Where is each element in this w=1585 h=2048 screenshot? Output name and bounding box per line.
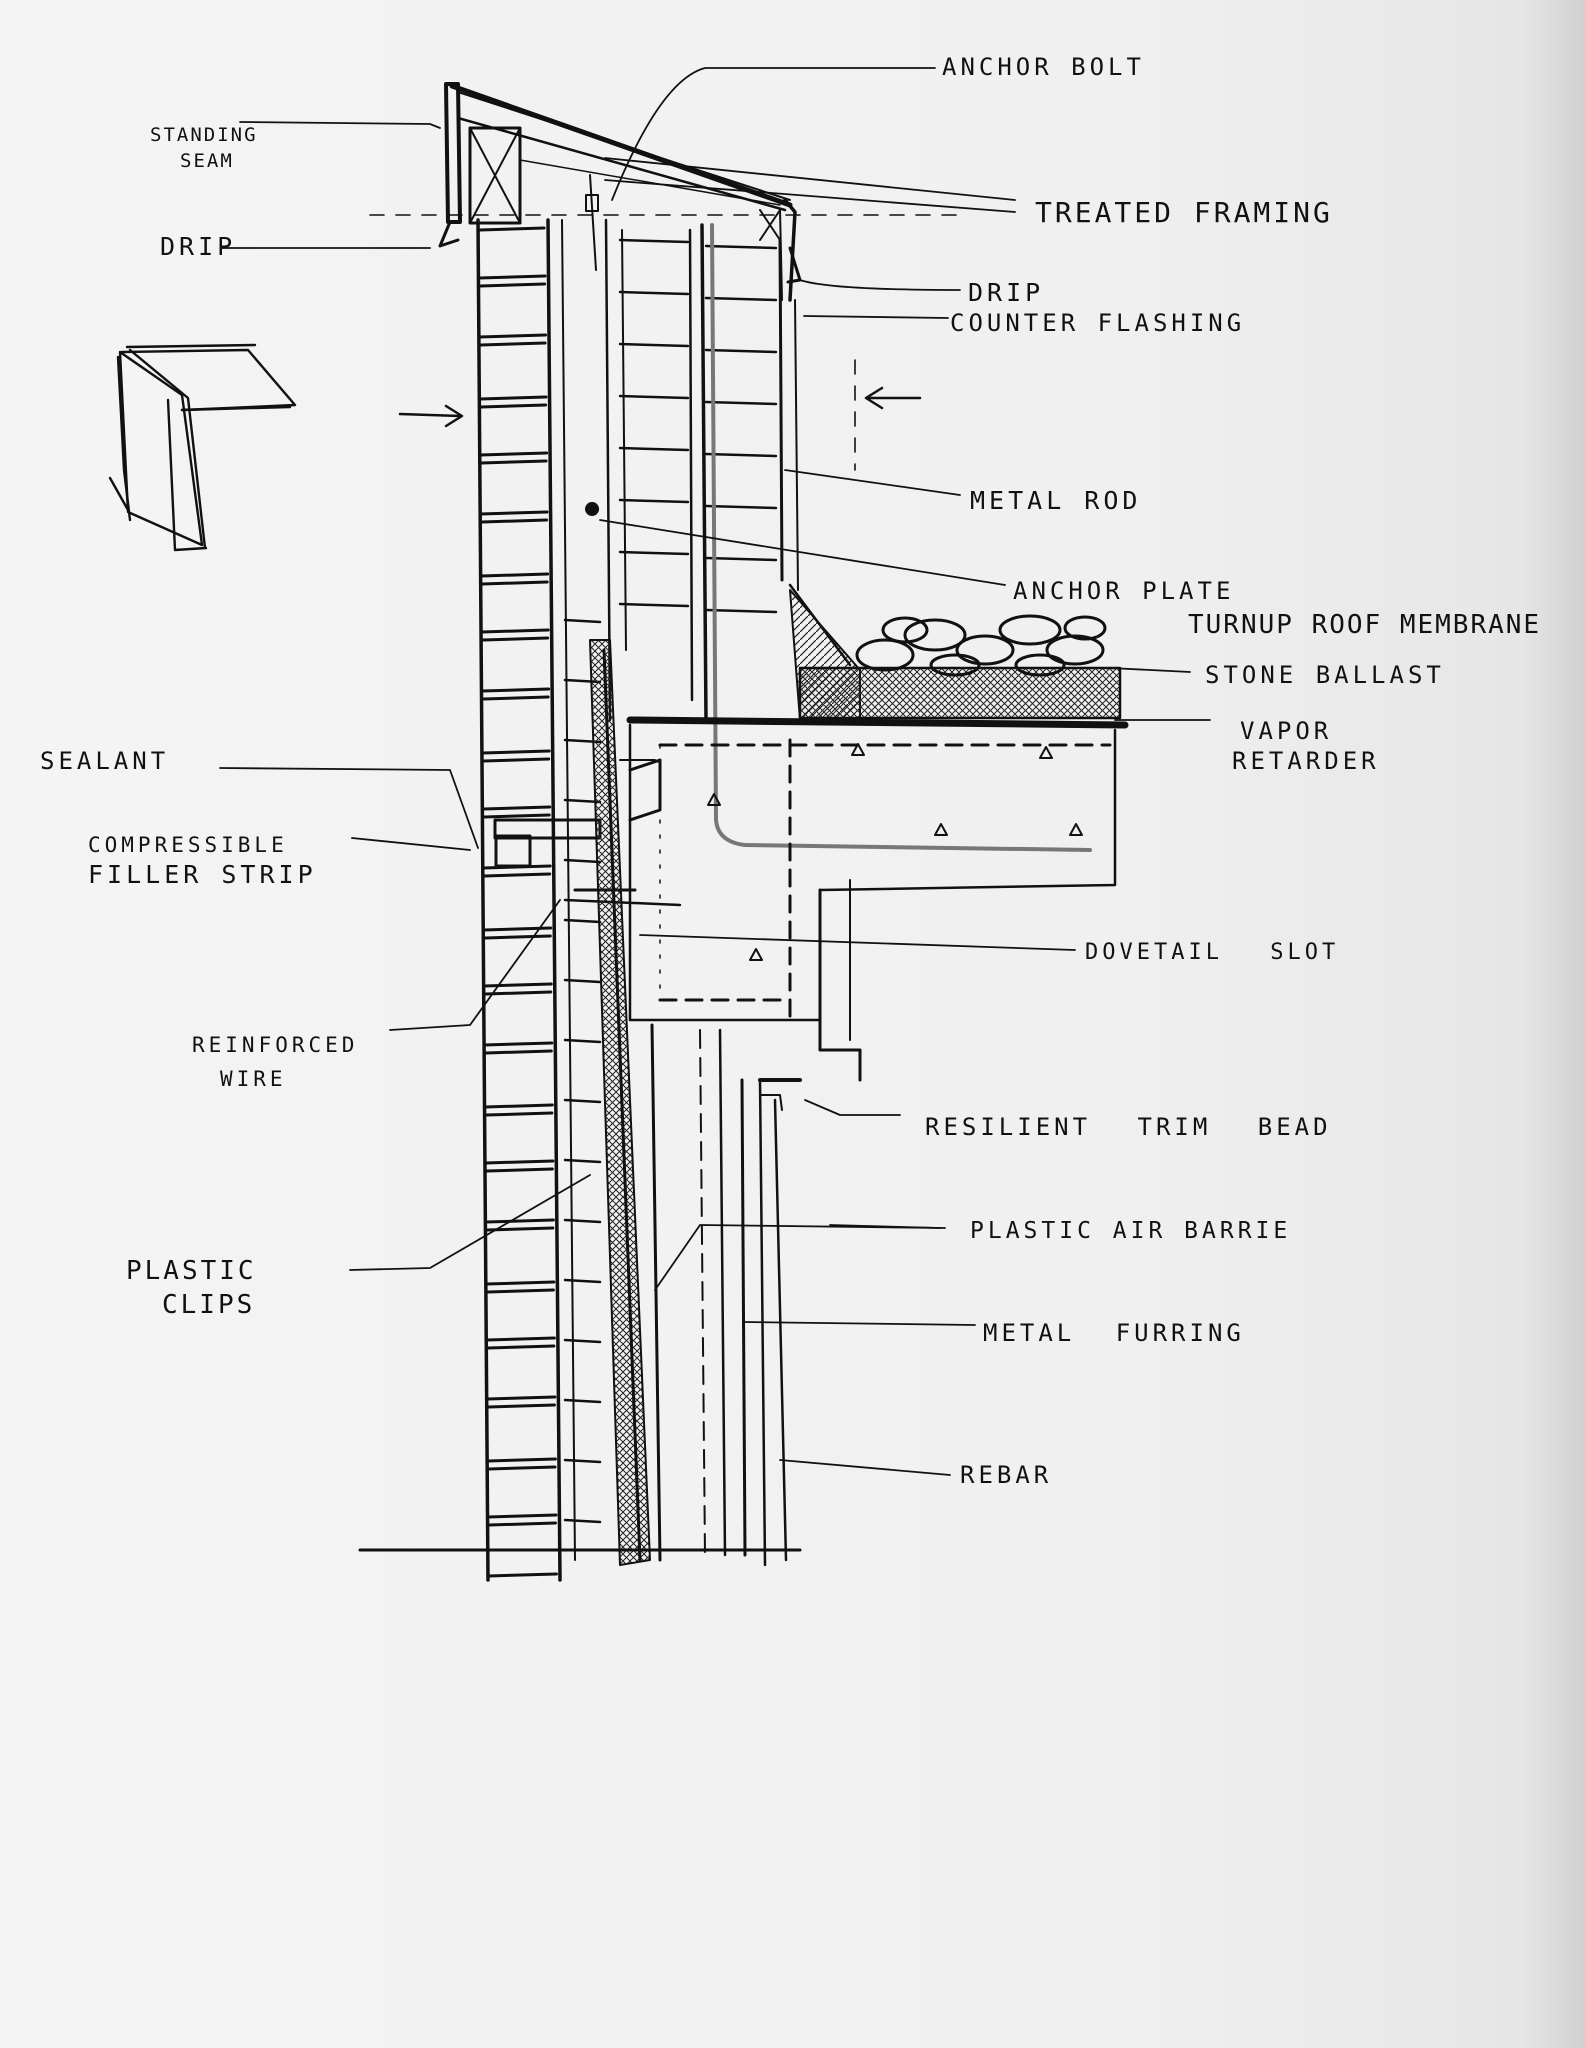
brick-course [488,1467,556,1517]
label-metal-furring: METAL FURRING [983,1319,1245,1347]
brick-course [487,1290,554,1340]
cmu-course [620,396,776,404]
cavity-tie [565,1520,600,1522]
label-metal-rod: METAL ROD [970,486,1142,515]
brick-veneer [479,228,556,1576]
cmu-course [620,344,776,352]
brick-course [482,638,549,691]
brick-course [480,405,546,455]
cavity-tie [565,1220,600,1222]
brick-course [486,1113,553,1163]
cavity-tie [565,620,600,622]
brick-course [484,874,551,930]
label-drip-right: DRIP [968,278,1045,307]
label-resilient-trim-bead: RESILIENT TRIM BEAD [925,1113,1332,1141]
label-anchor-bolt: ANCHOR BOLT [942,53,1145,81]
cavity-tie [565,1460,600,1462]
brick-course [483,815,550,868]
brick-course [481,520,547,576]
cavity-tie [565,1400,600,1402]
cavity-tie [565,1100,600,1102]
brick-course [481,461,547,514]
label-treated-framing: TREATED FRAMING [1035,196,1333,229]
label-reinforced-wire: REINFORCED WIRE [192,1028,358,1096]
cavity-tie [565,1040,600,1042]
brick-course [482,582,549,632]
brick-course [488,1405,556,1461]
label-vapor-retarder-line2: RETARDER [1232,747,1380,775]
label-reinforced-wire-line2: WIRE [220,1067,287,1091]
label-vapor-retarder: VAPOR RETARDER [1232,716,1380,776]
brick-course [485,1051,552,1107]
label-standing-seam: STANDING SEAM [150,122,258,174]
cmu-course [620,552,776,560]
cmu-course [620,240,776,248]
cavity-tie [565,800,600,802]
leader-lines [220,68,1210,1475]
label-counter-flashing: COUNTER FLASHING [950,309,1246,337]
cavity-tie [565,1340,600,1342]
label-plastic-air-barrier: PLASTIC AIR BARRIE [970,1218,1292,1244]
metal-rod [712,225,1090,850]
cavity-tie [565,1280,600,1282]
cavity-tie [565,980,600,982]
label-plastic-clips-line2: CLIPS [162,1290,256,1320]
label-drip-left: DRIP [160,232,237,261]
brick-course [486,1228,553,1284]
view-arrows [400,388,920,426]
cmu-course [620,500,776,508]
inset-perspective-sketch [110,345,295,550]
air-barrier-mesh [590,640,650,1565]
cmu-course [620,604,776,612]
cavity-tie [565,1160,600,1162]
brick-course [486,1169,553,1222]
cmu-course [620,448,776,456]
cmu-course [620,292,776,300]
brick-course [485,992,552,1045]
cavity-tie [565,920,600,922]
label-anchor-plate: ANCHOR PLATE [1013,577,1235,605]
brick-course [489,1523,557,1576]
parapet-cap [440,84,800,300]
label-turnup-roof-membrane: TURNUP ROOF MEMBRANE [1188,610,1542,640]
brick-course [484,936,551,986]
label-standing-seam-line2: SEAM [180,150,234,172]
label-standing-seam-line1: STANDING [150,124,258,146]
label-compressible-filler-line1: COMPRESSIBLE [88,833,288,857]
interior-wall [652,1025,800,1565]
label-reinforced-wire-line1: REINFORCED [192,1033,359,1057]
cmu-backup-wall [565,220,798,1522]
label-sealant: SEALANT [40,747,170,775]
label-plastic-clips: PLASTIC CLIPS [126,1254,257,1322]
cavity-tie [565,860,600,862]
label-vapor-retarder-line1: VAPOR [1240,717,1333,745]
label-dovetail-slot: DOVETAIL SLOT [1085,940,1340,965]
label-compressible-filler-line2: FILLER STRIP [88,860,317,889]
brick-course [479,228,545,278]
brick-course [487,1346,555,1399]
label-rebar: REBAR [960,1461,1053,1489]
roof-assembly [620,585,1125,1080]
brick-course [483,759,550,809]
label-stone-ballast: STONE BALLAST [1205,661,1445,689]
brick-course [483,697,550,753]
rod-anchor-dot [588,505,596,513]
veneer-edges [478,220,575,1580]
label-compressible-filler-strip: COMPRESSIBLE FILLER STRIP [88,830,317,890]
compressible-filler-block [496,836,530,866]
label-plastic-clips-line1: PLASTIC [126,1256,257,1286]
brick-course [480,343,546,399]
guide-lines [370,215,965,470]
brick-course [479,284,545,337]
